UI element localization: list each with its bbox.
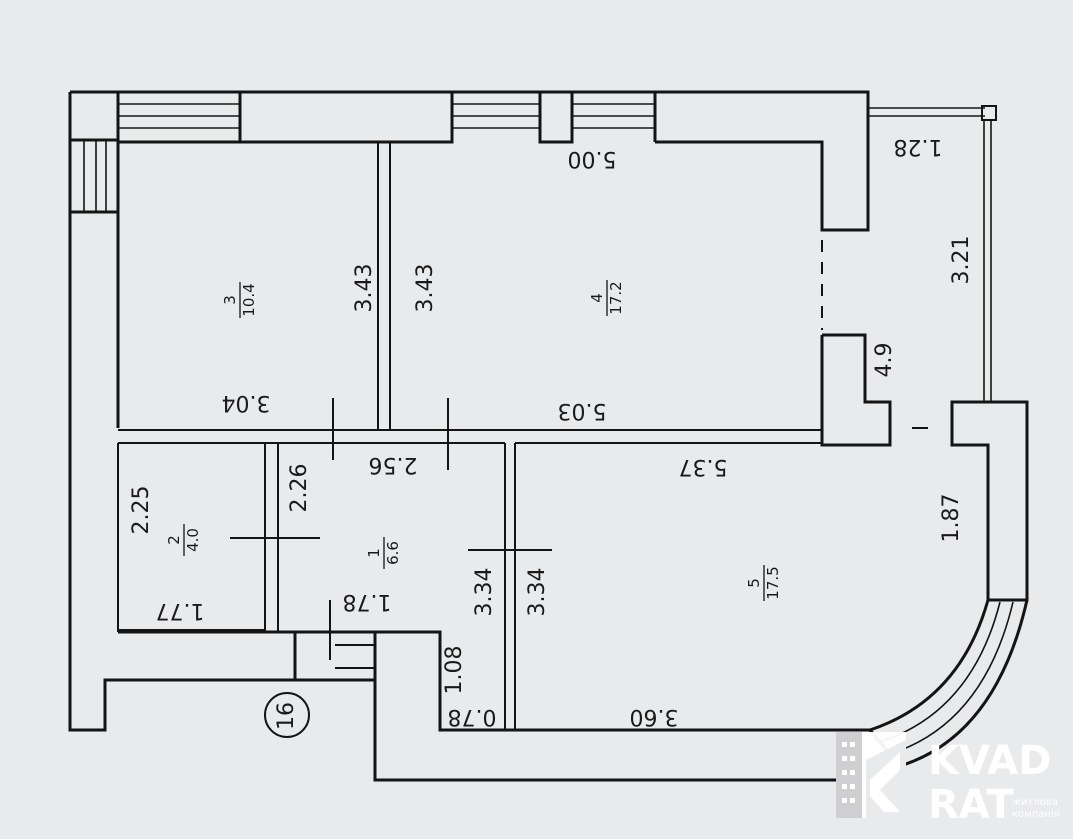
dim-r4-left: 3.43: [413, 264, 438, 313]
dim-bay-side: 1.87: [939, 494, 964, 543]
dim-r5-top: 5.37: [679, 454, 728, 479]
room-area: 17.5: [764, 566, 782, 599]
room-area: 10.4: [240, 283, 258, 316]
marker-text: 16: [274, 702, 299, 730]
room-area: 17.2: [607, 281, 625, 314]
logo: KVAD RAT житлова компанія: [836, 732, 1060, 828]
balcony: [821, 105, 997, 402]
logo-line2: RAT: [928, 782, 1015, 828]
room-label-4: 4 17.2: [588, 280, 625, 316]
dim-r2-bottom: 1.77: [156, 598, 205, 623]
dim-r5-bottom: 3.60: [630, 704, 679, 729]
dimension-labels: 5.00 1.28 3.21 3.43 3.43 4.9 3.04 5.03 5…: [129, 134, 974, 729]
dim-balcony-side: 3.21: [949, 236, 974, 285]
room-area: 4.0: [184, 528, 202, 552]
dim-corridor-bottom: 1.78: [343, 589, 392, 614]
dim-entry-bottom: 0.78: [448, 704, 497, 729]
dim-corridor-left: 2.26: [287, 464, 312, 513]
room-number: 4: [588, 293, 606, 303]
room-label-5: 5 17.5: [745, 565, 782, 601]
dim-r2-left: 2.25: [129, 486, 154, 535]
dim-r4-top: 5.00: [568, 146, 617, 171]
niche-walls: [820, 333, 1029, 602]
dim-niche: 4.9: [872, 343, 897, 378]
room-label-1: 1 6.6: [365, 537, 402, 569]
dimension-ticks: [230, 398, 928, 660]
dim-balcony-top: 1.28: [894, 134, 943, 159]
interior-walls: [117, 142, 1029, 782]
dim-entry-side: 1.08: [442, 646, 467, 695]
dim-r4-bottom: 5.03: [558, 398, 607, 423]
dim-r3-right: 3.43: [352, 264, 377, 313]
room-number: 5: [745, 578, 763, 588]
dim-r5-left: 3.34: [525, 568, 550, 617]
dim-r3-bottom: 3.04: [222, 390, 271, 415]
logo-tagline-1: житлова: [1012, 797, 1058, 808]
logo-line1: KVAD: [928, 738, 1051, 784]
exterior-walls: [68, 90, 870, 732]
room-number: 3: [221, 295, 239, 305]
logo-building-icon: [836, 732, 906, 818]
room-number: 1: [365, 548, 383, 558]
room-area: 6.6: [384, 541, 402, 565]
dim-corridor-top: 2.56: [369, 452, 418, 477]
room-label-3: 3 10.4: [221, 282, 258, 318]
room-label-2: 2 4.0: [165, 524, 202, 556]
logo-tagline-2: компанія: [1012, 808, 1060, 820]
apartment-marker: 16: [264, 692, 310, 738]
room-number: 2: [165, 535, 183, 545]
dim-corridor-right: 3.34: [472, 568, 497, 617]
